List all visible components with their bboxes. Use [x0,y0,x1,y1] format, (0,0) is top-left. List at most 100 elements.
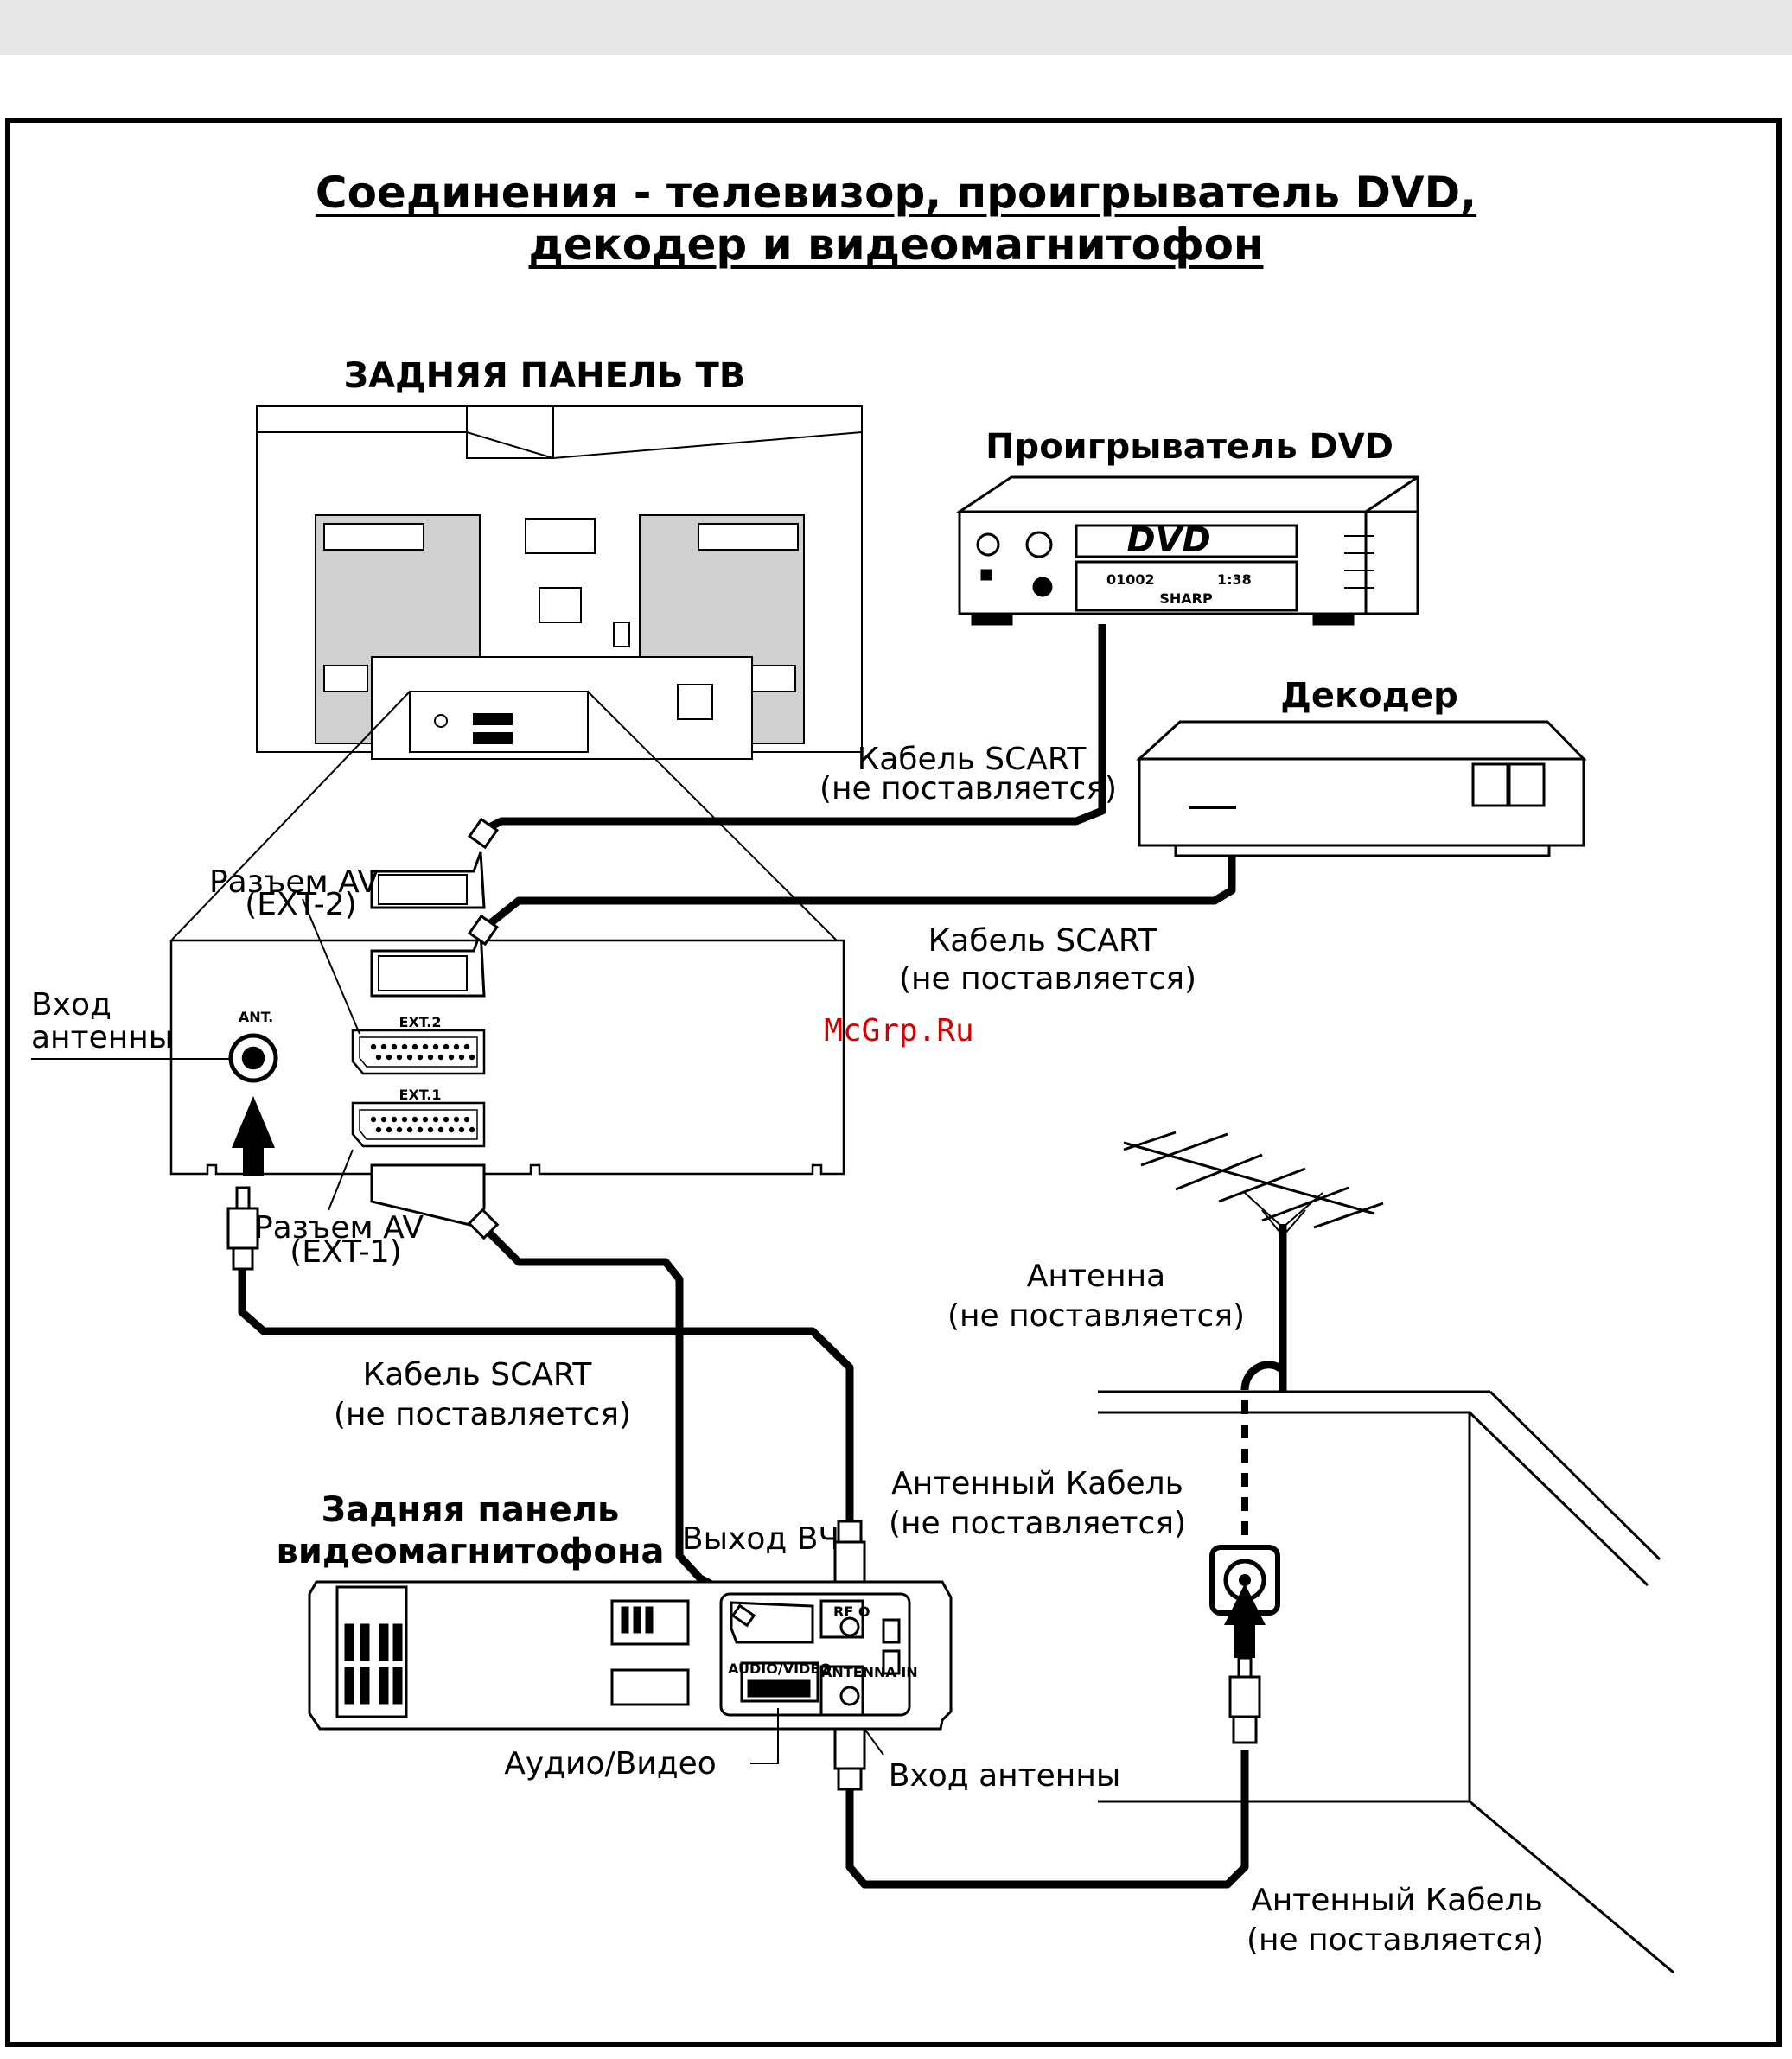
scart-pin [411,1043,418,1050]
scart-pin [463,1043,470,1050]
leader-lines [31,898,884,1764]
scart-pin [391,1116,398,1123]
top-bar [0,0,1792,55]
antenna-cable-bend [1240,1361,1286,1391]
scart-pin [432,1043,439,1050]
scart-pin [401,1116,408,1123]
scart-pin [469,1126,475,1133]
audio-video-label: Аудио/Видео [504,1746,717,1782]
scart-pin [437,1054,444,1061]
rf-out-label: Выход ВЧ [682,1521,839,1557]
coax-plug-wall [1228,1656,1261,1744]
dvd-player [956,475,1419,626]
page-title-line-2: декодер и видеомагнитофон [528,220,1264,270]
ant-port-label: ANT. [239,1009,273,1025]
page-frame [5,118,1782,2047]
scart-pin [417,1054,424,1061]
watermark: McGrp.Ru [824,1013,973,1049]
page-title-line-1: Соединения - телевизор, проигрыватель DV… [315,168,1477,218]
scart-pin [453,1116,460,1123]
decoder-label: Декодер [1280,676,1457,716]
scart-pin [406,1054,413,1061]
scart-pin [370,1116,377,1123]
tv-antenna-input-label-2: антенны [31,1020,173,1055]
av-ext1-label-1: Разъем AV [254,1210,424,1246]
scart-pin [386,1126,392,1133]
scart-pin [401,1043,408,1050]
antenna-cable-top-label-2: (не поставляется) [889,1506,1186,1541]
wall-antenna-socket [1209,1545,1280,1658]
av-ext2-label-2: (EXT-2) [245,887,356,922]
vcr-antenna-input-label: Вход антенны [889,1758,1121,1794]
dvd-brand: SHARP [1159,590,1213,607]
av-ext2-label-1: Разъем AV [209,864,379,900]
scart-pin [437,1126,444,1133]
scart-pin [396,1054,403,1061]
scart-pin [432,1116,439,1123]
scart-pin [380,1116,387,1123]
house-outline [1098,1390,1674,1974]
scart-pin [443,1116,450,1123]
scart-pin [375,1054,382,1061]
tv-back-label: ЗАДНЯЯ ПАНЕЛЬ ТВ [344,356,746,396]
vcr-back-panel [308,1580,953,1731]
vcr-rf-port-label: RF O [833,1603,870,1620]
scart-cable-top-label-1: Кабель SCART [858,742,1087,777]
scart-pins [370,1043,475,1133]
scart-pin [391,1043,398,1050]
scart-pin [458,1054,465,1061]
scart-pin [422,1043,429,1050]
scart-cable-mid-label-2: (не поставляется) [899,961,1196,997]
scart-pin [458,1126,465,1133]
scart-cable-low-label-2: (не поставляется) [334,1397,631,1432]
vcr-back-label-line-1: Задняя панель [322,1490,620,1530]
antenna-input-arrow [232,1096,275,1176]
cables [238,624,1287,1889]
scart-pin [411,1116,418,1123]
scart-pin [453,1043,460,1050]
tv-connector-panel [169,939,845,1176]
scart-pin [469,1054,475,1061]
dvd-logo: DVD [1126,520,1210,560]
scart-cable-top-label-2: (не поставляется) [819,771,1117,806]
antenna-cable-bottom-label-2: (не поставляется) [1247,1922,1544,1958]
antenna-cable-bottom-label-1: Антенный Кабель [1251,1883,1543,1918]
scart-pin [417,1126,424,1133]
scart-pin [375,1126,382,1133]
scart-pin [406,1126,413,1133]
dvd-counter: 01002 [1106,571,1155,588]
dvd-time: 1:38 [1217,571,1252,588]
scart-cable-low-label-1: Кабель SCART [363,1357,593,1393]
ext1-port-label: EXT.1 [399,1087,442,1103]
coax-plug-tv [226,1186,259,1271]
vcr-antenna-port-label: ANTENNA IN [821,1664,918,1680]
scart-pin [396,1126,403,1133]
scart-pin [422,1116,429,1123]
scart-pin [463,1116,470,1123]
scart-pin [380,1043,387,1050]
scart-pin [448,1126,455,1133]
scart-plug-dvd [370,817,499,909]
ext2-port-label: EXT.2 [399,1014,442,1030]
scart-pin [443,1043,450,1050]
antenna [1123,1131,1384,1238]
antenna-label-1: Антенна [1027,1259,1165,1294]
antenna-label-2: (не поставляется) [947,1298,1245,1334]
scart-pin [427,1126,434,1133]
vcr-av-port-label: AUDIO/VIDEO [728,1661,832,1677]
scart-pin [427,1054,434,1061]
scart-plug-ext1 [370,1163,500,1240]
scart-pin [448,1054,455,1061]
tv-back-panel [256,405,863,760]
scart-pin [370,1043,377,1050]
vcr-back-label-line-2: видеомагнитофона [277,1532,665,1571]
dvd-label: Проигрыватель DVD [985,427,1393,467]
antenna-cable-top-label-1: Антенный Кабель [891,1466,1183,1501]
scart-plug-decoder [370,914,499,998]
scart-cable-mid-label-1: Кабель SCART [928,923,1158,959]
scart-pin [386,1054,392,1061]
decoder-box [1136,720,1587,857]
tv-antenna-input-label-1: Вход [31,987,112,1023]
av-ext1-label-2: (EXT-1) [290,1234,401,1270]
